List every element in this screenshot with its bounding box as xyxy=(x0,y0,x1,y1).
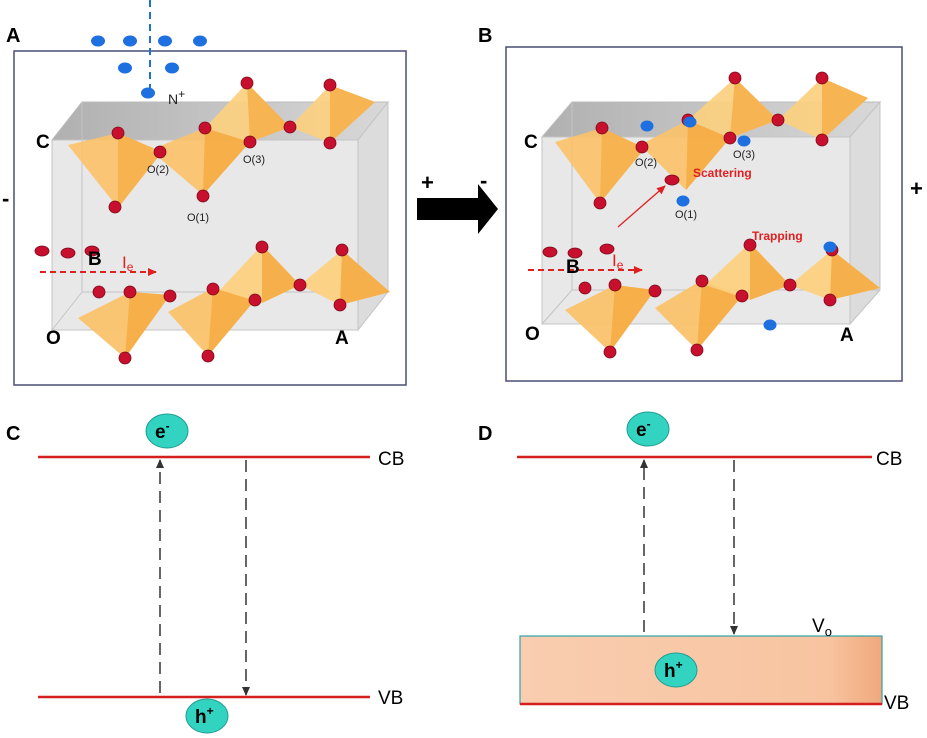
vo-band xyxy=(519,635,883,705)
upper-tetrahedra-a xyxy=(68,83,375,208)
minus-sign-left-a: - xyxy=(2,186,9,211)
svg-text:Ie: Ie xyxy=(612,251,624,272)
panel-a-letter: A xyxy=(6,25,20,47)
site-o1-a: O(1) xyxy=(187,212,209,224)
ion-label-a: N+ xyxy=(168,87,185,107)
axis-b-b: B xyxy=(566,257,580,278)
axis-a-a: A xyxy=(335,328,349,349)
lower-tetrahedra-a xyxy=(78,245,390,358)
svg-text:h+: h+ xyxy=(664,658,683,682)
cb-label-c: CB xyxy=(378,449,404,470)
panel-d: D CB VB Vo e- h+ xyxy=(478,411,909,714)
plus-sign-a: + xyxy=(421,170,434,195)
cb-label-d: CB xyxy=(876,449,902,470)
axis-o-a: O xyxy=(46,328,61,349)
panel-a: A xyxy=(6,0,407,386)
vb-label-c: VB xyxy=(378,688,403,709)
vb-label-d: VB xyxy=(884,693,909,714)
site-o2-b: O(2) xyxy=(635,157,657,169)
svg-text:Ie: Ie xyxy=(122,253,134,274)
scattering-arrow xyxy=(617,185,666,228)
axis-c-b: C xyxy=(524,132,538,153)
svg-text:e-: e- xyxy=(636,417,651,441)
panel-c: C CB VB e- h+ xyxy=(6,413,404,734)
scattering-label: Scattering xyxy=(693,166,752,180)
lower-tetrahedra-b xyxy=(565,243,880,352)
axis-a-b: A xyxy=(840,325,854,346)
site-o3-b: O(3) xyxy=(733,149,755,161)
site-o3-a: O(3) xyxy=(243,154,265,166)
vo-label: Vo xyxy=(812,616,832,639)
implanted-ions-b xyxy=(640,116,837,331)
panel-d-letter: D xyxy=(478,423,492,445)
trapping-label: Trapping xyxy=(752,229,803,243)
hole-c: h+ xyxy=(185,698,229,734)
current-arrow-a: Ie xyxy=(40,253,157,276)
panel-b: B xyxy=(478,25,903,382)
plus-sign-b: + xyxy=(910,176,923,201)
oxygen-atoms-a xyxy=(34,76,349,365)
svg-text:h+: h+ xyxy=(195,704,214,728)
transition-arrow-icon xyxy=(417,184,498,234)
electron-c: e- xyxy=(145,413,189,449)
axis-o-b: O xyxy=(525,324,540,345)
upper-tetrahedra-b xyxy=(555,78,868,203)
axis-c-a: C xyxy=(36,132,50,153)
hole-d: h+ xyxy=(654,652,698,688)
minus-sign-b: - xyxy=(480,168,487,193)
electron-d: e- xyxy=(626,411,670,447)
site-o2-a: O(2) xyxy=(147,164,169,176)
svg-text:e-: e- xyxy=(155,419,170,443)
ion-beam-a: N+ xyxy=(91,0,207,107)
panel-c-letter: C xyxy=(6,423,20,445)
panel-b-letter: B xyxy=(478,25,492,47)
site-o1-b: O(1) xyxy=(675,209,697,221)
current-arrow-b: Ie xyxy=(528,251,643,274)
axis-b-a: B xyxy=(88,249,102,270)
